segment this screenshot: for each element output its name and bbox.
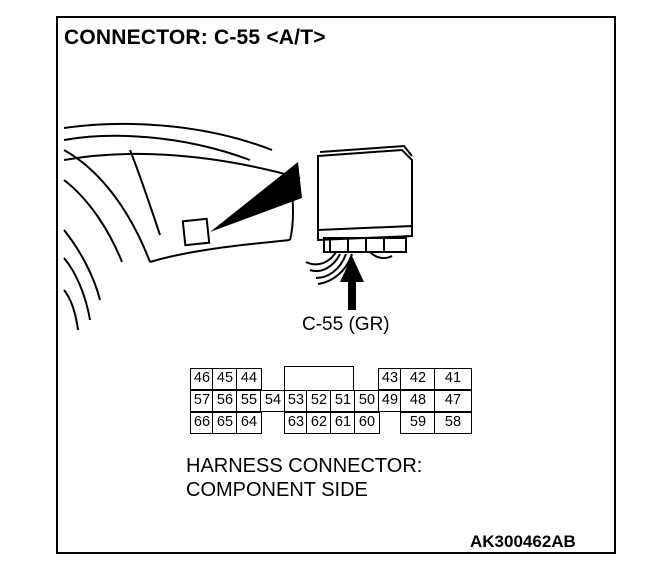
pin-42: 42 <box>400 368 436 390</box>
pin-47: 47 <box>434 390 472 412</box>
pin-53: 53 <box>284 390 308 412</box>
pin-63: 63 <box>284 412 308 434</box>
connector-face-caption: HARNESS CONNECTOR: COMPONENT SIDE <box>186 454 422 502</box>
pin-48: 48 <box>400 390 436 412</box>
projection-wedge <box>210 162 302 232</box>
pin-60: 60 <box>354 412 380 434</box>
pin-44: 44 <box>236 368 262 390</box>
pin-62: 62 <box>306 412 332 434</box>
caption-line-1: HARNESS CONNECTOR: <box>186 455 423 477</box>
pin-64: 64 <box>236 412 262 434</box>
pin-61: 61 <box>330 412 356 434</box>
wire-harness <box>305 251 393 285</box>
pin-58: 58 <box>434 412 472 434</box>
pin-49: 49 <box>378 390 402 412</box>
connector-callout-label: C-55 (GR) <box>302 314 390 335</box>
pin-50: 50 <box>354 390 380 412</box>
pin-45: 45 <box>212 368 238 390</box>
diagram-frame <box>56 16 616 554</box>
control-unit <box>317 144 413 253</box>
callout-arrow <box>340 256 364 310</box>
pin-51: 51 <box>330 390 356 412</box>
pin-46: 46 <box>190 368 214 390</box>
caption-line-2: COMPONENT SIDE <box>186 479 368 501</box>
figure-code: AK300462AB <box>470 532 576 551</box>
pin-43: 43 <box>378 368 402 390</box>
page-title: CONNECTOR: C-55 <A/T> <box>64 26 326 49</box>
connector-key <box>284 366 354 390</box>
pin-54: 54 <box>260 390 286 412</box>
pin-59: 59 <box>400 412 436 434</box>
pin-65: 65 <box>212 412 238 434</box>
dashboard-outline <box>63 122 301 331</box>
pin-56: 56 <box>212 390 238 412</box>
ecu-location-marker <box>181 217 211 247</box>
pin-41: 41 <box>434 368 472 390</box>
pin-66: 66 <box>190 412 214 434</box>
pin-57: 57 <box>190 390 214 412</box>
pin-55: 55 <box>236 390 262 412</box>
pin-52: 52 <box>306 390 332 412</box>
